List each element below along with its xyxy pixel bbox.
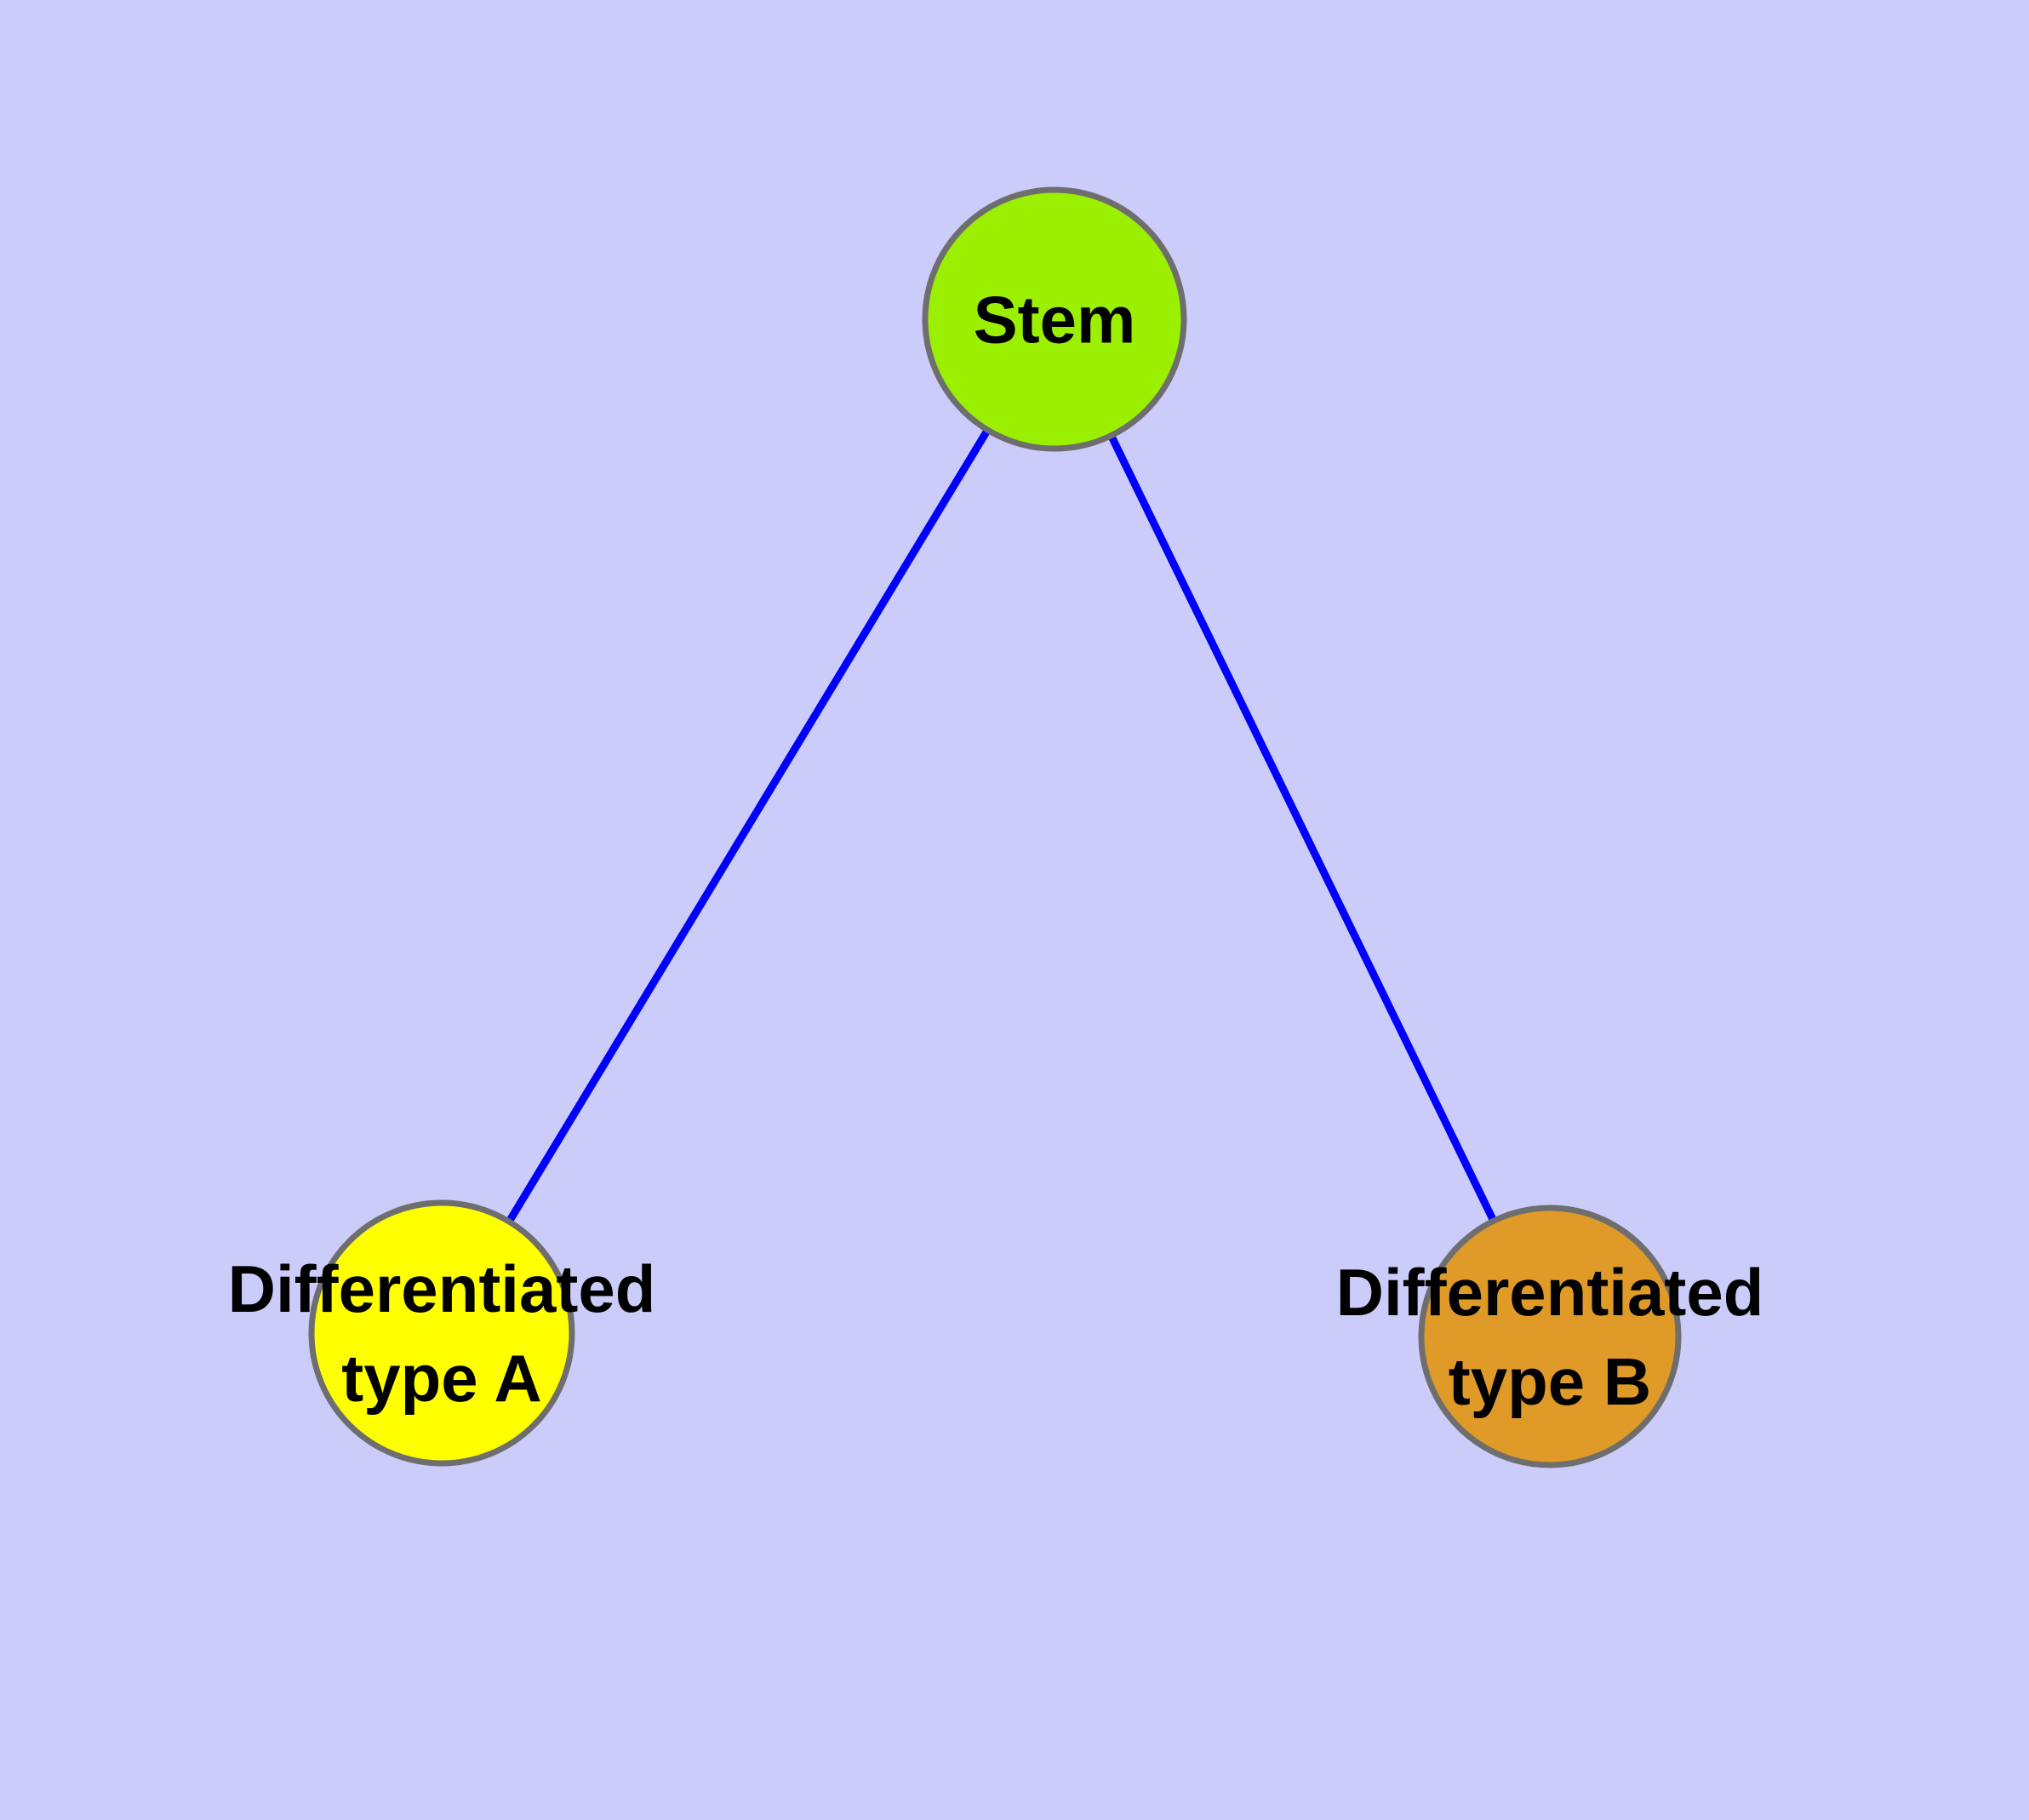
edge-stem-to-differentiated-type-a[interactable] — [438, 317, 1058, 1336]
node-label-differentiated-type-b: Differentiated type B — [1336, 1255, 1764, 1419]
nodes-layer — [308, 186, 1682, 1468]
node-label-line: Differentiated — [1336, 1255, 1764, 1330]
edges-layer — [438, 317, 1554, 1338]
node-labels-layer: Stem Differentiated type A Differentiated… — [228, 282, 1764, 1419]
node-differentiated-type-b[interactable] — [1418, 1205, 1682, 1468]
node-stem[interactable] — [922, 186, 1187, 452]
node-label-line: Differentiated — [228, 1251, 656, 1326]
node-label-line: Stem — [974, 282, 1136, 357]
node-label-stem: Stem — [974, 282, 1136, 357]
node-label-line: type A — [341, 1341, 542, 1416]
node-differentiated-type-a[interactable] — [308, 1199, 575, 1467]
node-label-differentiated-type-a: Differentiated type A — [228, 1251, 656, 1416]
node-label-line: type B — [1449, 1344, 1651, 1419]
edge-stem-to-differentiated-type-b[interactable] — [1050, 318, 1554, 1338]
